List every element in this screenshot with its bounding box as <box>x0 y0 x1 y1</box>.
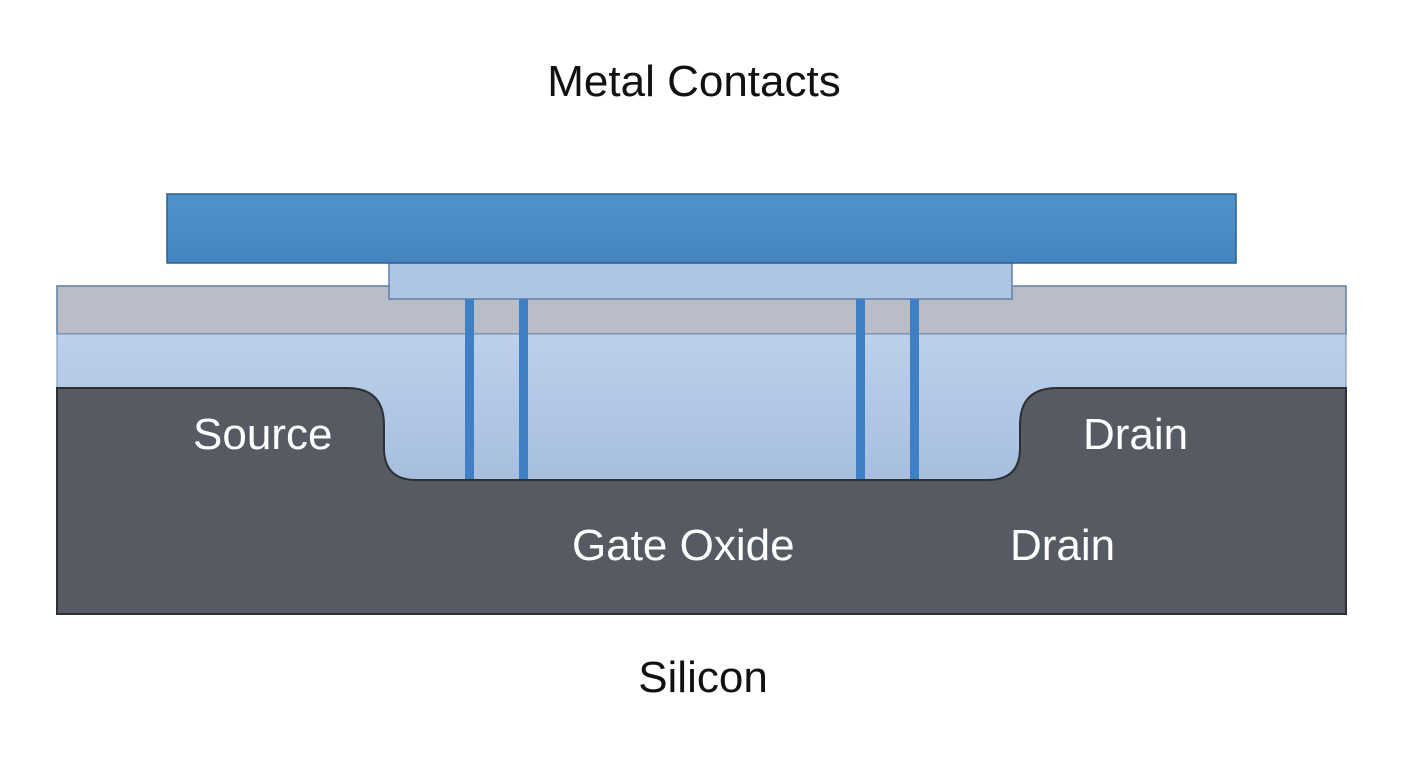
gate-plate <box>388 261 1013 300</box>
via-line <box>465 299 474 479</box>
substrate-block <box>56 387 1347 615</box>
metal-contact-bar <box>166 193 1237 264</box>
diagram-title: Metal Contacts <box>547 57 841 106</box>
drain-label-upper: Drain <box>1083 410 1189 459</box>
via-line <box>856 299 865 479</box>
gate-oxide-label: Gate Oxide <box>572 521 795 570</box>
via-line <box>910 299 919 479</box>
silicon-label: Silicon <box>638 653 768 702</box>
via-line <box>519 299 528 479</box>
drain-label-lower: Drain <box>1010 521 1116 570</box>
source-label: Source <box>193 410 333 459</box>
